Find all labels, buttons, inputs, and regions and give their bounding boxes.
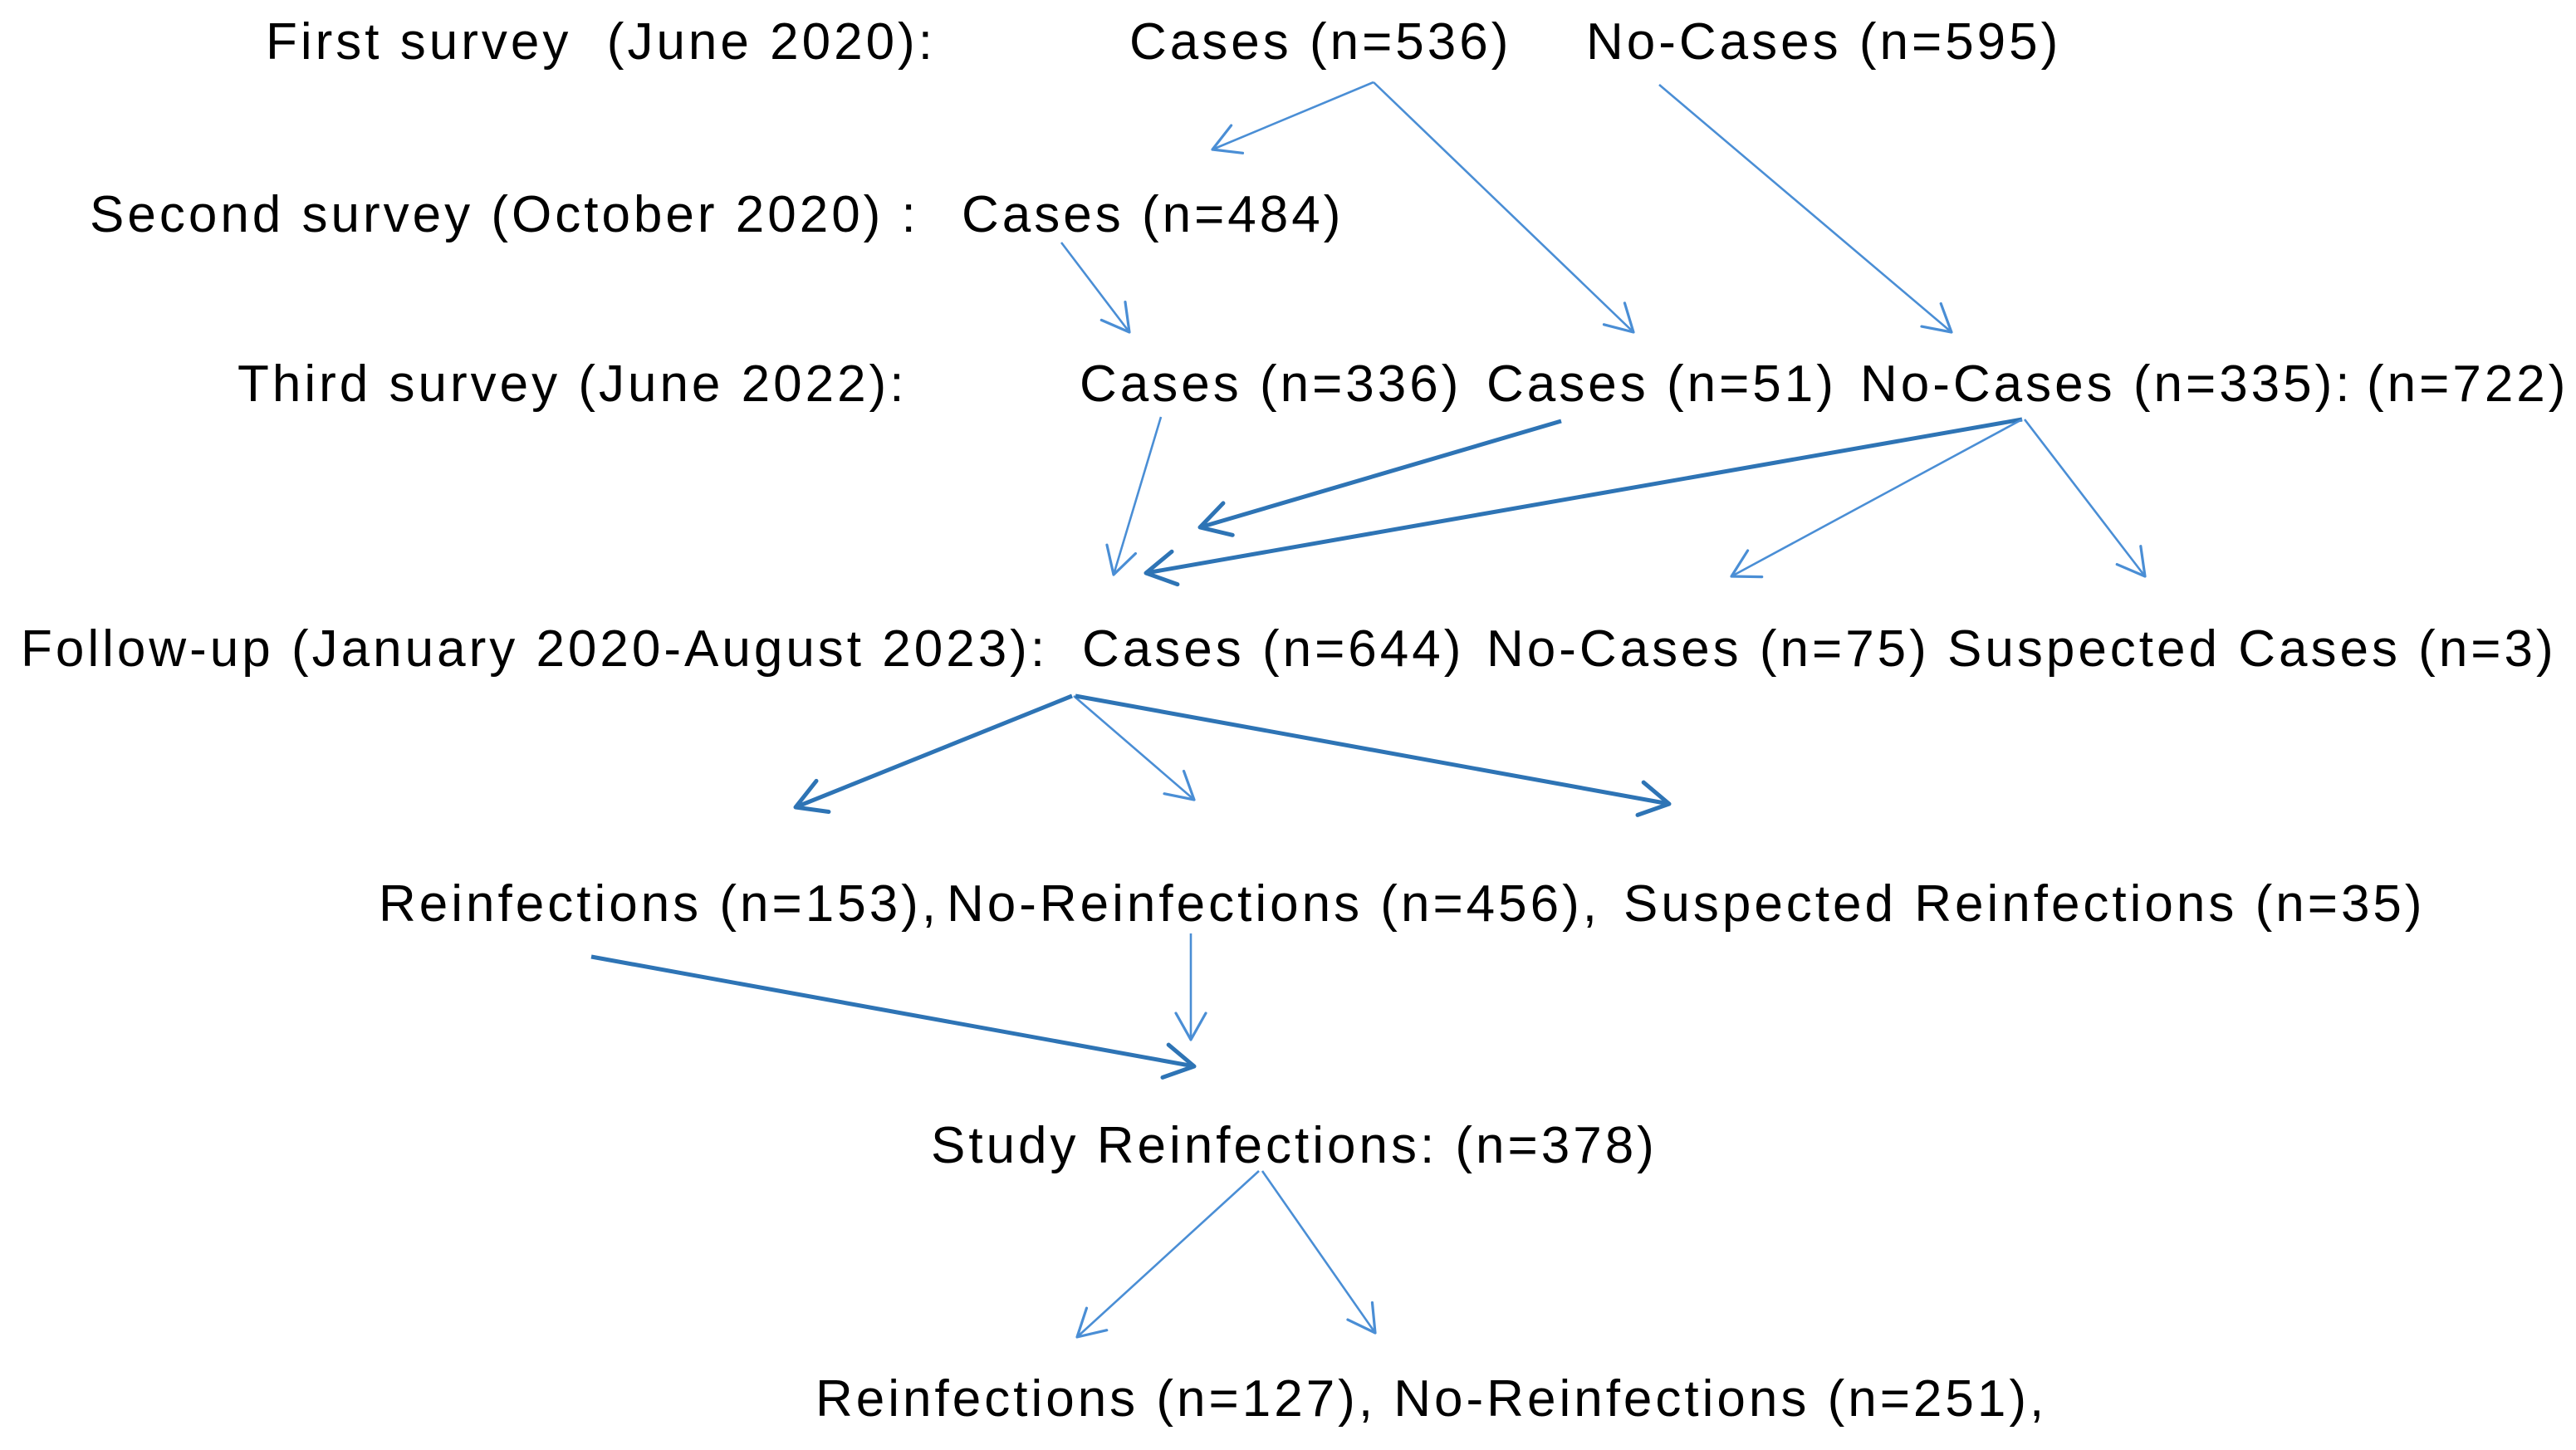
arrow-no-cases-335-to-no-cases-75 (1730, 418, 2023, 579)
node-third-survey-label: Third survey (June 2022): (238, 355, 908, 413)
arrow-cases-644-to-reinfections-153 (793, 693, 1073, 814)
node-study-reinfections-378: Study Reinfections: (n=378) (931, 1117, 1658, 1174)
node-no-cases-75: No-Cases (n=75) (1486, 620, 1930, 678)
arrow-cases-644-to-no-reinfections-456 (1073, 695, 1196, 801)
node-no-cases-335: No-Cases (n=335): (1860, 355, 2353, 413)
node-cases-484: Cases (n=484) (962, 186, 1344, 243)
node-cases-51: Cases (n=51) (1486, 355, 1837, 413)
arrow-no-cases-335-to-cases-644 (1144, 417, 2023, 587)
node-followup-label: Follow-up (January 2020-August 2023): (21, 620, 1049, 678)
arrow-no-cases-595-to-no-cases-335 (1658, 84, 1953, 334)
node-first-survey-label: First survey (June 2020): (266, 13, 936, 71)
node-cases-336: Cases (n=336) (1080, 355, 1462, 413)
arrow-cases-644-to-suspected-reinfections-35 (1075, 693, 1672, 817)
node-reinfections-153: Reinfections (n=153), (379, 875, 940, 933)
arrow-cases-51-to-cases-644 (1197, 419, 1562, 537)
node-reinfections-127-no-reinfections-251: Reinfections (n=127), No-Reinfections (n… (815, 1370, 2048, 1428)
node-suspected-cases-3: Suspected Cases (n=3) (1947, 620, 2557, 678)
arrow-cases-484-to-cases-336 (1060, 242, 1131, 334)
arrow-cases-336-to-cases-644 (1105, 416, 1163, 576)
node-no-reinfections-456: No-Reinfections (n=456), (947, 875, 1600, 933)
arrow-no-cases-335-to-suspected-cases-3 (2023, 419, 2147, 578)
arrow-study-reinfections-378-to-no-reinfections-251 (1261, 1170, 1377, 1335)
node-cases-536: Cases (n=536) (1129, 13, 1512, 71)
node-second-survey-label: Second survey (October 2020) : (90, 186, 919, 243)
arrow-cases-536-to-cases-484 (1211, 81, 1374, 154)
node-n-722: (n=722) (2367, 355, 2569, 413)
node-suspected-reinfections-35: Suspected Reinfections (n=35) (1623, 875, 2426, 933)
arrow-reinfections-153-to-study-reinfections-378 (590, 954, 1197, 1080)
node-no-cases-595: No-Cases (n=595) (1586, 13, 2062, 71)
arrow-cases-536-to-cases-51 (1373, 81, 1635, 334)
node-cases-644: Cases (n=644) (1082, 620, 1465, 678)
arrow-study-reinfections-378-to-reinfections-127 (1075, 1170, 1260, 1339)
